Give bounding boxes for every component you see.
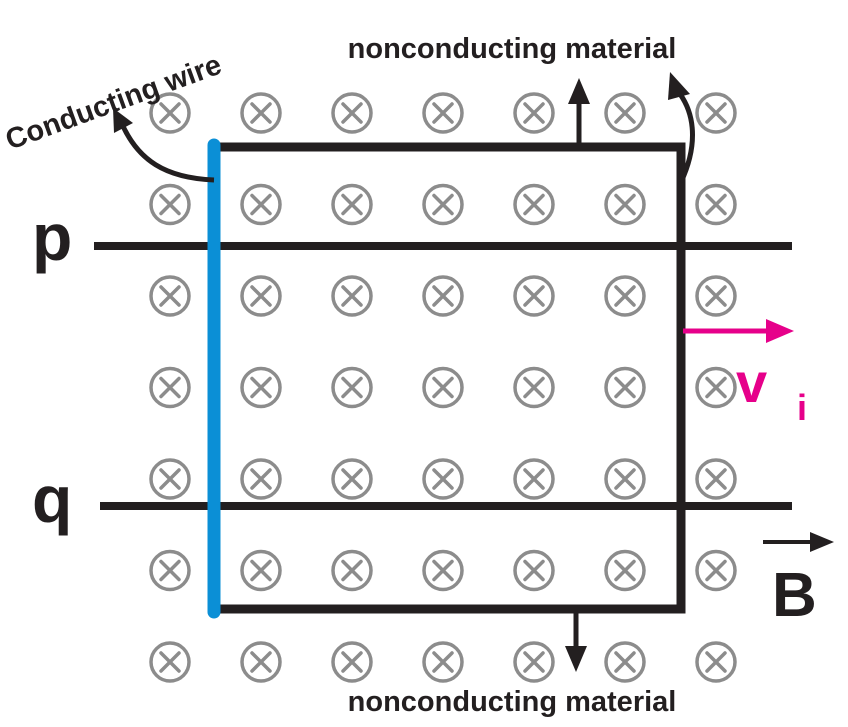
field-into-page-symbol xyxy=(604,92,646,134)
field-into-page-symbol xyxy=(695,549,737,592)
field-into-page-symbol xyxy=(149,458,191,500)
field-into-page-symbol xyxy=(331,183,373,226)
field-into-page-symbol xyxy=(149,641,191,683)
field-into-page-symbol xyxy=(331,549,373,592)
magnetic-field-grid xyxy=(149,92,737,683)
rail-q-label: q xyxy=(32,462,72,536)
nonconducting-top-label: nonconducting material xyxy=(348,33,677,65)
field-into-page-symbol xyxy=(422,458,464,500)
field-into-page-symbol xyxy=(149,92,191,134)
nonconducting-bottom-label: nonconducting material xyxy=(348,686,677,718)
field-into-page-symbol xyxy=(149,275,191,317)
field-into-page-symbol xyxy=(513,458,555,500)
conducting-wire-label: Conducting wire xyxy=(1,49,225,157)
top-frame-arrowhead xyxy=(568,78,590,104)
field-into-page-symbol xyxy=(604,549,646,592)
velocity-label: v xyxy=(736,351,767,414)
right-frame-pointer-arrow xyxy=(677,92,695,184)
field-into-page-symbol xyxy=(513,275,555,317)
field-into-page-symbol xyxy=(422,366,464,409)
field-into-page-symbol xyxy=(695,92,737,134)
field-into-page-symbol xyxy=(695,275,737,317)
field-into-page-symbol xyxy=(240,92,282,134)
bottom-frame-arrowhead xyxy=(565,646,587,672)
field-into-page-symbol xyxy=(240,183,282,226)
field-into-page-symbol xyxy=(513,92,555,134)
field-into-page-symbol xyxy=(695,183,737,226)
field-into-page-symbol xyxy=(604,641,646,683)
field-into-page-symbol xyxy=(695,641,737,683)
right-frame-pointer-arrowhead xyxy=(668,72,690,100)
field-into-page-symbol xyxy=(240,549,282,592)
field-into-page-symbol xyxy=(149,183,191,226)
field-into-page-symbol xyxy=(240,366,282,409)
field-into-page-symbol xyxy=(513,183,555,226)
field-into-page-symbol xyxy=(604,275,646,317)
field-into-page-symbol xyxy=(604,458,646,500)
conducting-wire-pointer-arrowhead xyxy=(113,108,133,133)
field-into-page-symbol xyxy=(513,641,555,683)
field-label: B xyxy=(772,561,817,630)
field-into-page-symbol xyxy=(695,366,737,409)
field-into-page-symbol xyxy=(422,549,464,592)
field-into-page-symbol xyxy=(331,275,373,317)
field-into-page-symbol xyxy=(149,366,191,409)
velocity-subscript: i xyxy=(797,387,807,428)
field-into-page-symbol xyxy=(240,458,282,500)
field-into-page-symbol xyxy=(695,458,737,500)
field-into-page-symbol xyxy=(422,641,464,683)
field-into-page-symbol xyxy=(331,641,373,683)
field-into-page-symbol xyxy=(240,641,282,683)
field-vector-arrowhead xyxy=(810,532,834,552)
field-into-page-symbol xyxy=(513,366,555,409)
field-into-page-symbol xyxy=(422,275,464,317)
field-into-page-symbol xyxy=(422,183,464,226)
field-into-page-symbol xyxy=(331,92,373,134)
field-into-page-symbol xyxy=(240,275,282,317)
field-into-page-symbol xyxy=(513,549,555,592)
field-into-page-symbol xyxy=(604,366,646,409)
field-into-page-symbol xyxy=(331,366,373,409)
velocity-arrowhead xyxy=(766,319,794,343)
rail-p-label: p xyxy=(32,200,72,274)
field-into-page-symbol xyxy=(422,92,464,134)
field-into-page-symbol xyxy=(331,458,373,500)
field-into-page-symbol xyxy=(604,183,646,226)
conducting-wire-pointer-arrow xyxy=(119,122,215,183)
field-into-page-symbol xyxy=(149,549,191,592)
